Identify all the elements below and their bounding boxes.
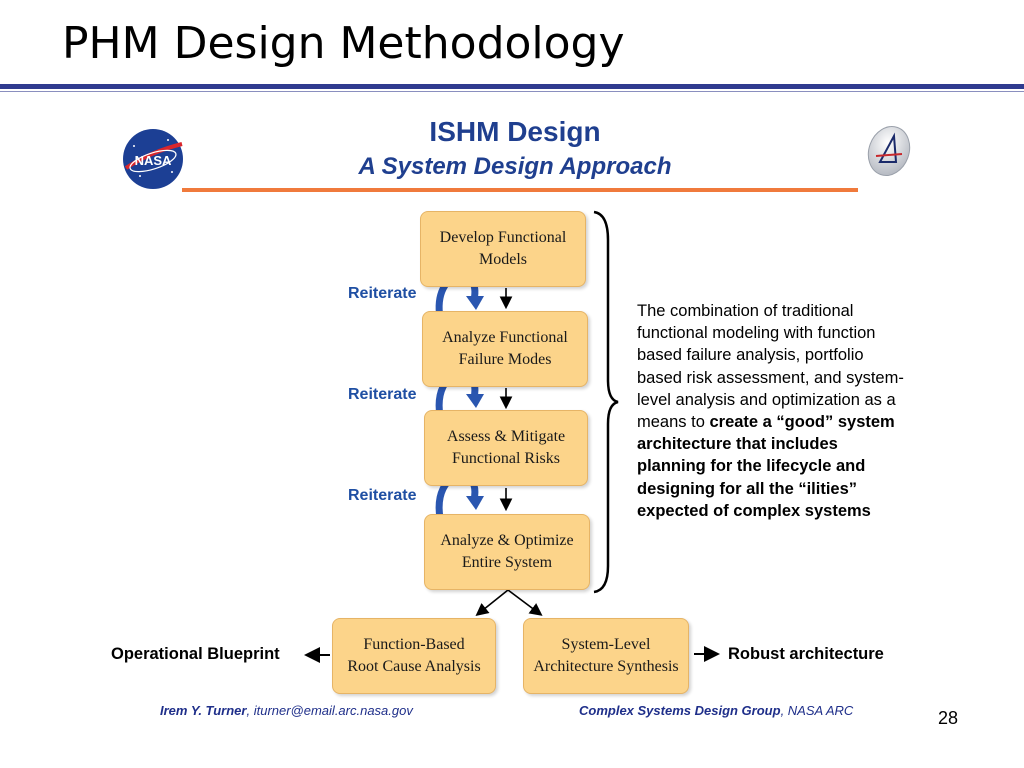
reiterate-label-1: Reiterate [348, 285, 417, 302]
left-output-line2: Root Cause Analysis [347, 658, 481, 675]
step-1-line2: Models [478, 251, 527, 268]
step-3-line2: Functional Risks [451, 450, 560, 467]
split-arrow-right [507, 589, 543, 616]
step-2-line1: Analyze Functional [442, 329, 568, 346]
page-number: 28 [938, 708, 959, 728]
footer-author: Irem Y. Turner, iturner@email.arc.nasa.g… [160, 703, 413, 718]
slide-title: PHM Design Methodology [62, 18, 625, 69]
header-divider [182, 188, 858, 192]
group-org: , NASA ARC [780, 703, 854, 718]
title-divider [0, 84, 1024, 89]
right-brace [593, 210, 619, 594]
group-name: Complex Systems Design Group [579, 703, 781, 718]
split-arrow-left [475, 589, 509, 616]
diagram-subtitle: A System Design Approach [358, 153, 672, 180]
step-4-line1: Analyze & Optimize [440, 532, 574, 549]
author-name: Irem Y. Turner [160, 703, 247, 718]
description-plain: The combination of traditional functiona… [637, 302, 904, 432]
step-1-line1: Develop Functional [439, 229, 567, 246]
description-bold: create a “good” system architecture that… [637, 413, 895, 520]
agency-logo-icon [867, 126, 911, 176]
title-divider-thin [0, 91, 1024, 92]
reiterate-label-2: Reiterate [348, 386, 417, 403]
footer-group: Complex Systems Design Group, NASA ARC [579, 703, 853, 718]
right-output-line1: System-Level [561, 636, 651, 653]
svg-text:NASA: NASA [135, 153, 172, 168]
step-4-line2: Entire System [461, 554, 553, 571]
left-output-line1: Function-Based [363, 636, 465, 653]
diagram-title: ISHM Design [429, 116, 601, 147]
nasa-logo-icon: NASA [123, 129, 183, 189]
reiterate-label-3: Reiterate [348, 487, 417, 504]
operational-blueprint-label: Operational Blueprint [111, 645, 280, 663]
author-email: , iturner@email.arc.nasa.gov [246, 703, 413, 718]
approach-description: The combination of traditional functiona… [637, 300, 907, 522]
step-3-line1: Assess & Mitigate [446, 428, 566, 445]
right-output-line2: Architecture Synthesis [533, 658, 679, 675]
robust-architecture-label: Robust architecture [728, 645, 884, 663]
step-2-line2: Failure Modes [458, 351, 552, 368]
